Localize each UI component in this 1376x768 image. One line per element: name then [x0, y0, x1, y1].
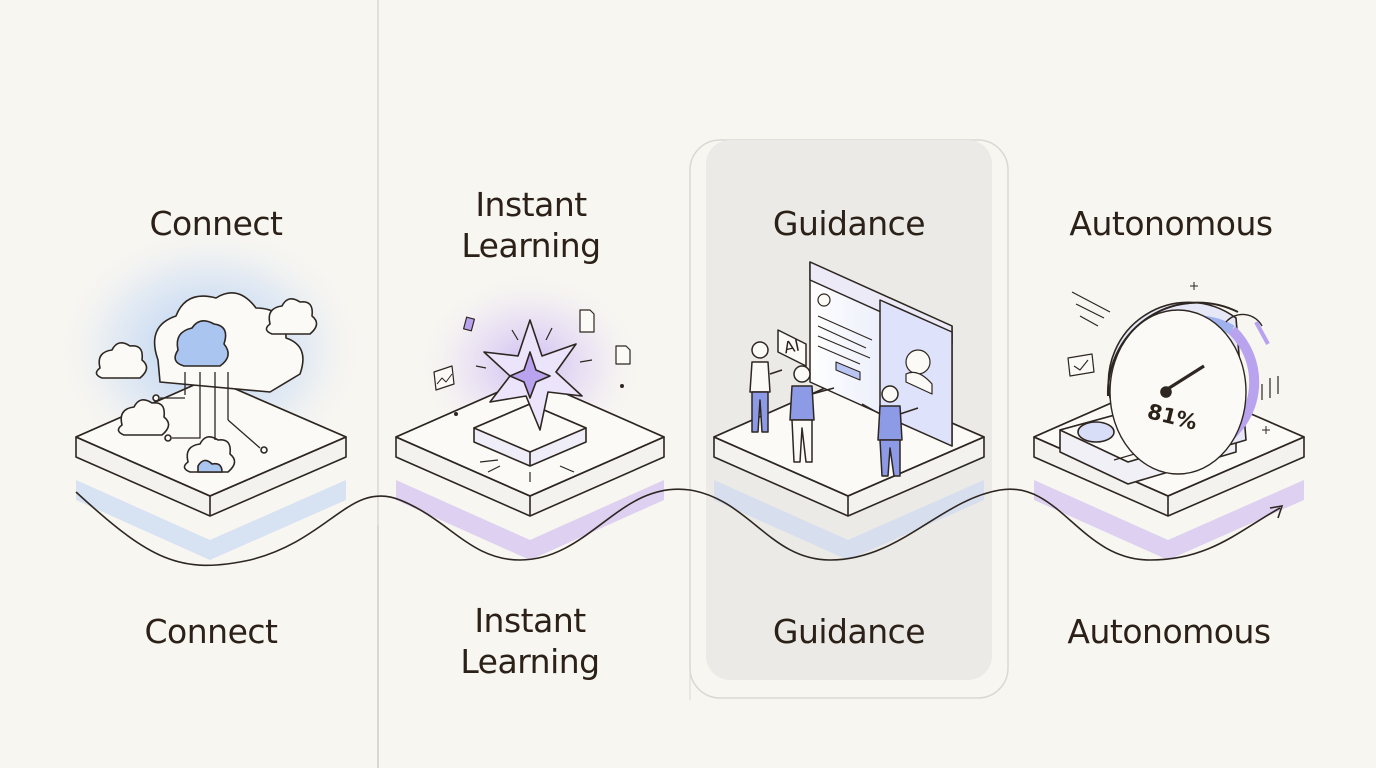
ai-badge: AI — [782, 336, 801, 358]
arrow-head-icon — [1269, 504, 1284, 519]
people-screen-icon — [749, 261, 953, 477]
speedometer-gauge-icon — [1059, 282, 1279, 485]
stage-caption-autonomous: Autonomous — [1067, 612, 1271, 651]
stage-title-autonomous: Autonomous — [1069, 204, 1273, 243]
stage-title-connect: Connect — [149, 204, 283, 243]
stage-caption-connect: Connect — [144, 612, 278, 651]
journey-line — [75, 488, 1281, 567]
stage-title-guidance: Guidance — [772, 204, 926, 243]
stage-caption-guidance: Guidance — [772, 612, 926, 651]
cloud-network-icon — [95, 292, 318, 473]
spark-star-icon — [433, 309, 631, 482]
